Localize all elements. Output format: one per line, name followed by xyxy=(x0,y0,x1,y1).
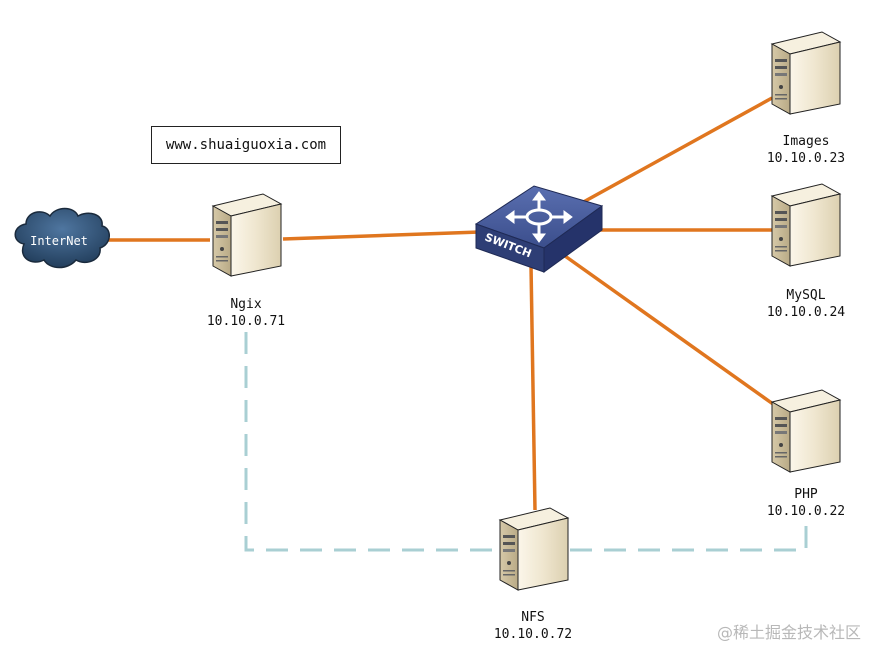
images-name: Images xyxy=(782,134,830,149)
server-icon-ngix xyxy=(212,193,282,277)
cloud-icon xyxy=(14,207,110,269)
nfs-name: NFS xyxy=(521,610,545,625)
mysql-label: MySQL 10.10.0.24 xyxy=(756,287,856,321)
link-ngix-switch xyxy=(282,230,481,241)
dashed-link-nfs-php xyxy=(570,518,808,552)
php-name: PHP xyxy=(794,487,818,502)
url-label-box: www.shuaiguoxia.com xyxy=(151,126,341,164)
internet-label: InterNet xyxy=(30,234,88,248)
watermark: @稀土掘金技术社区 xyxy=(716,623,861,642)
link-switch-nfs xyxy=(529,264,537,511)
mysql-name: MySQL xyxy=(786,288,826,303)
server-icon-images xyxy=(771,31,841,115)
mysql-ip: 10.10.0.24 xyxy=(766,305,846,320)
images-ip: 10.10.0.23 xyxy=(766,151,846,166)
nfs-label: NFS 10.10.0.72 xyxy=(483,609,583,643)
nfs-ip: 10.10.0.72 xyxy=(493,627,573,642)
php-label: PHP 10.10.0.22 xyxy=(756,486,856,520)
server-icon-mysql xyxy=(771,183,841,267)
images-label: Images 10.10.0.23 xyxy=(756,133,856,167)
server-icon-nfs xyxy=(499,507,569,591)
ngix-name: Ngix xyxy=(230,297,262,312)
dashed-link-ngix-nfs xyxy=(244,332,500,552)
server-icon-php xyxy=(771,389,841,473)
ngix-ip: 10.10.0.71 xyxy=(206,314,286,329)
switch-icon xyxy=(474,185,604,273)
link-switch-php xyxy=(563,254,775,406)
ngix-label: Ngix 10.10.0.71 xyxy=(196,296,296,330)
link-switch-images xyxy=(577,96,773,207)
php-ip: 10.10.0.22 xyxy=(766,504,846,519)
